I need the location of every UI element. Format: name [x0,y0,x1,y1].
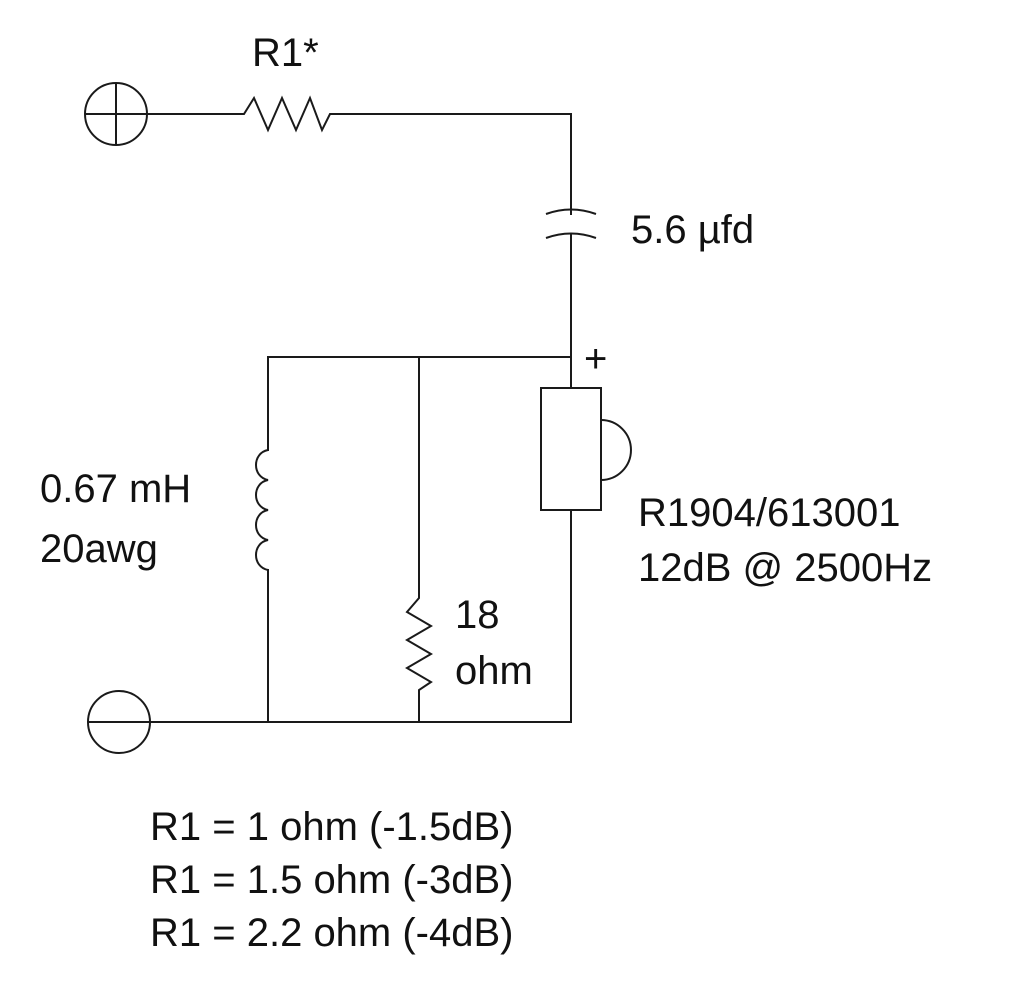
negative-terminal [87,690,151,754]
resistor-18-unit: ohm [455,649,533,693]
note-line-2: R1 = 1.5 ohm (-3dB) [150,858,514,902]
resistor-18-value: 18 [455,593,500,637]
driver-symbol [540,387,632,511]
inductor-value: 0.67 mH [40,467,191,511]
note-line-3: R1 = 2.2 ohm (-4dB) [150,911,514,955]
driver-polarity: + [584,337,607,381]
r1-label: R1* [252,31,319,75]
positive-terminal [84,82,148,146]
capacitor-value: 5.6 µfd [631,208,754,252]
resistor-18ohm [405,575,433,722]
driver-spec: 12dB @ 2500Hz [638,546,932,590]
driver-model: R1904/613001 [638,491,900,535]
inductor-wire-gauge: 20awg [40,527,158,571]
resistor-r1 [236,95,356,133]
note-line-1: R1 = 1 ohm (-1.5dB) [150,805,514,849]
inductor [255,449,269,571]
